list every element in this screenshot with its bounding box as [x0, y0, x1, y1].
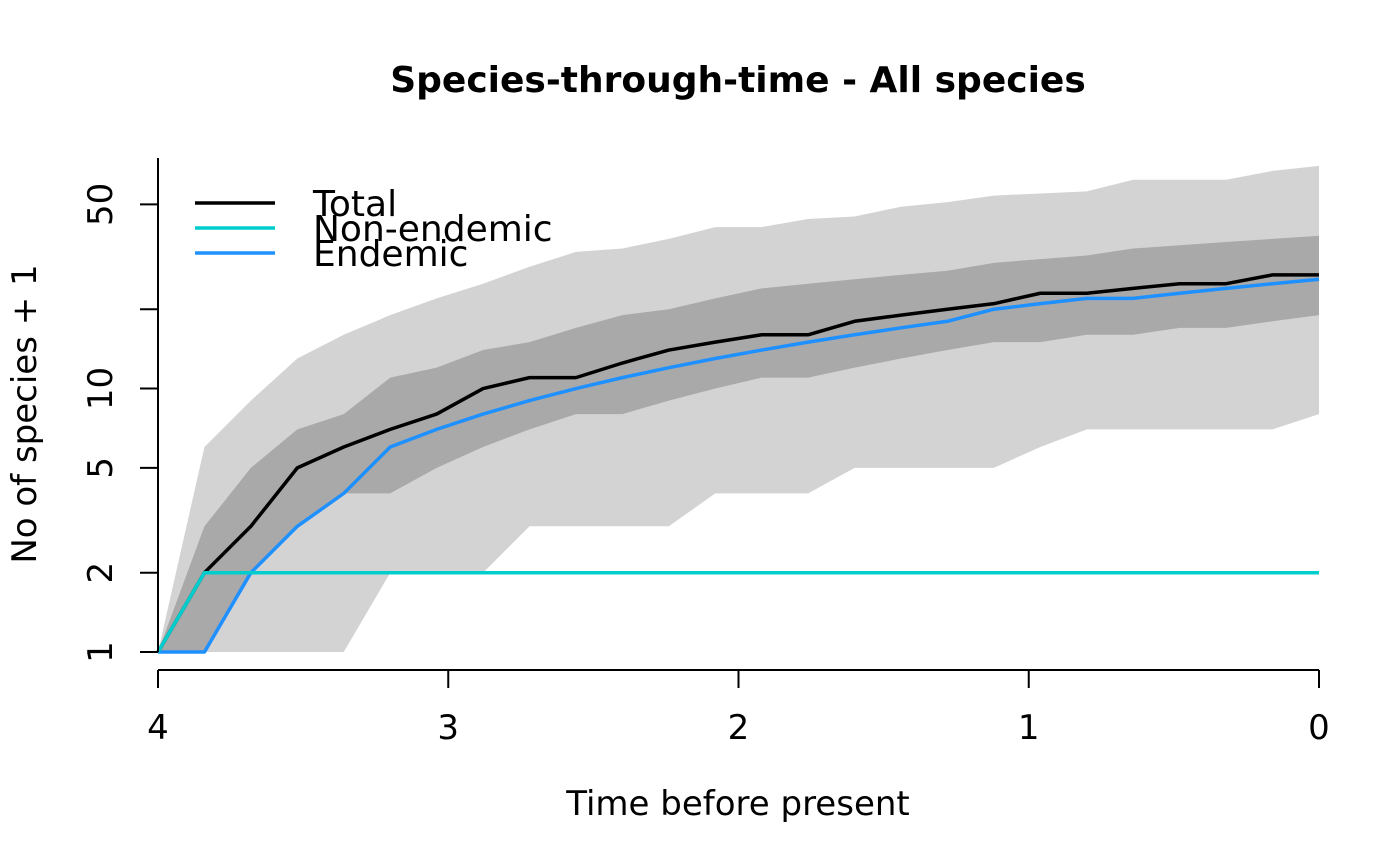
x-tick-label: 2 — [728, 708, 750, 748]
confidence-band-2 — [158, 235, 1319, 652]
series-line-endemic — [158, 277, 1320, 654]
x-axis-label: Time before present — [565, 784, 910, 824]
confidence-bands — [158, 165, 1319, 653]
legend-label: Total — [312, 184, 397, 225]
chart-title: Species-through-time - All species — [390, 60, 1086, 101]
series-line-non-endemic — [156, 570, 1319, 653]
legend-label: Non-endemic — [313, 209, 553, 250]
y-tick-label: 5 — [81, 457, 121, 479]
x-tick-label: 1 — [1018, 708, 1040, 748]
x-tick-label: 3 — [437, 708, 459, 748]
y-tick-label: 2 — [81, 562, 121, 584]
x-tick-label: 0 — [1308, 708, 1330, 748]
series-lines — [156, 273, 1320, 654]
y-tick-label: 50 — [81, 183, 121, 226]
x-tick-label: 4 — [147, 708, 169, 748]
y-axis-label: No of species + 1 — [5, 264, 45, 563]
y-tick-label: 1 — [81, 641, 121, 663]
legend-label: Endemic — [313, 234, 468, 275]
y-tick-label: 10 — [81, 367, 121, 410]
series-line-total — [156, 273, 1319, 653]
